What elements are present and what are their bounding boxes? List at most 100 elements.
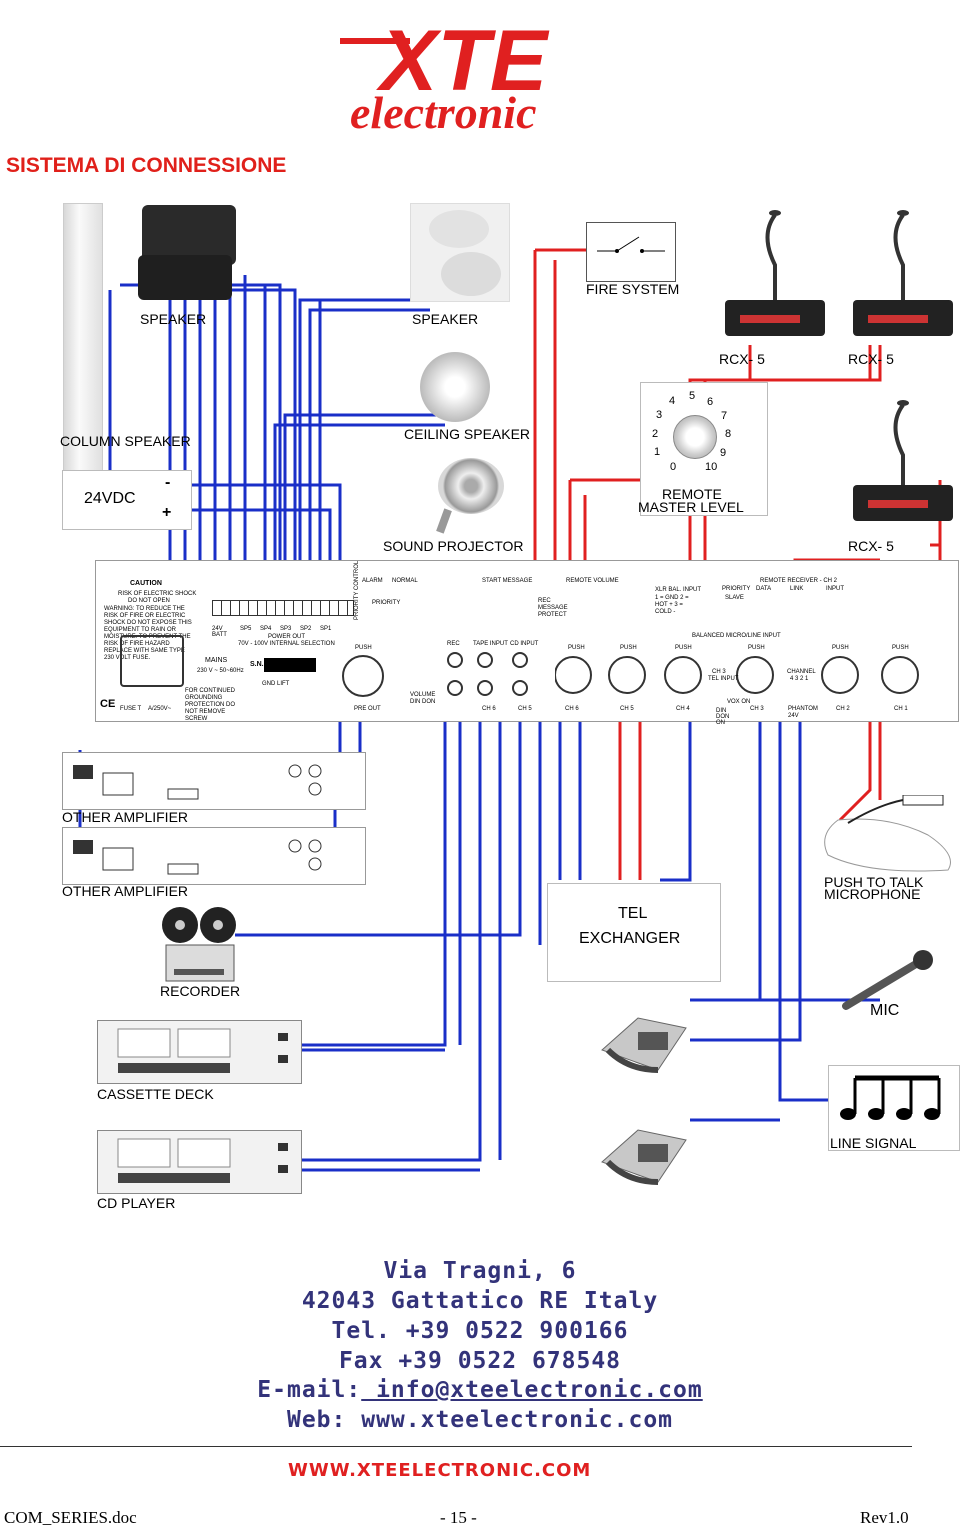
channel-label-6: CH 3 <box>750 706 764 712</box>
sp-4: SP4 <box>260 626 272 632</box>
contact-address: Via Tragni, 6 <box>383 1258 577 1284</box>
push-to-talk-microphone-image <box>808 794 958 875</box>
panel-caution: CAUTION <box>130 580 162 587</box>
panel-tape-input: TAPE INPUT <box>473 641 508 647</box>
channel-label-8: CH 1 <box>894 706 908 712</box>
footer-doc: COM_SERIES.doc <box>4 1508 137 1527</box>
contact-email-link[interactable]: info@xteelectronic.com <box>361 1377 703 1403</box>
panel-phantom: PHANTOM 24V <box>788 706 818 719</box>
ceiling-speaker-label: CEILING SPEAKER <box>404 426 531 442</box>
panel-warning: WARNING: TO REDUCE THE RISK OF FIRE OR E… <box>104 606 192 661</box>
xlr-inputs <box>554 655 935 697</box>
dial-7: 7 <box>721 410 728 422</box>
cd-player-image <box>97 1130 302 1194</box>
rcx-console-1 <box>720 205 830 345</box>
page-title: SISTEMA DI CONNESSIONE <box>6 154 287 177</box>
sp-2: SP2 <box>300 626 312 632</box>
panel-pre-out: PRE OUT <box>354 706 381 712</box>
serial-number-plate <box>264 658 316 672</box>
panel-gnd-lift: GND LIFT <box>262 681 290 687</box>
tel-exchanger-box <box>547 883 721 982</box>
panel-ch3-tel: CH 3 <box>712 669 726 675</box>
dial-6: 6 <box>707 396 714 408</box>
battery-plus: + <box>162 504 172 521</box>
panel-xlr: XLR BAL. INPUT <box>655 587 702 593</box>
wall-speaker-image <box>138 205 238 300</box>
channel-label-5: CH 4 <box>676 706 690 712</box>
footer-rule <box>0 1446 912 1447</box>
sp-5: SP5 <box>240 626 252 632</box>
other-amplifier-label-1: OTHER AMPLIFIER <box>62 809 189 825</box>
dial-1: 1 <box>654 446 661 458</box>
contact-city: 42043 Gattatico RE Italy <box>301 1288 659 1314</box>
website-banner: WWW.XTEELECTRONIC.COM <box>288 1460 592 1481</box>
rcx-label-1: RCX- 5 <box>719 351 765 367</box>
panel-remote-volume: REMOTE VOLUME <box>566 578 619 584</box>
contact-email-label: E-mail: <box>257 1377 362 1403</box>
battery-label: 24VDC <box>84 490 136 507</box>
panel-tel-input: TEL INPUT <box>708 676 739 682</box>
dial-10: 10 <box>705 461 718 473</box>
panel-mains-v: 230 V ~ 50~60Hz <box>197 668 244 674</box>
remote-master-label-2: MASTER LEVEL <box>638 499 744 515</box>
push-to-talk-label-1: PUSH TO TALK <box>824 874 924 890</box>
ce-mark: CE <box>100 698 116 710</box>
box-speaker-image <box>410 203 510 302</box>
panel-din-don: DIN DON <box>410 699 436 705</box>
mic-label: MIC <box>870 1002 900 1019</box>
xlr-pre-out <box>342 655 384 697</box>
contact-email-line: E-mail: info@xteelectronic.com <box>0 1377 960 1403</box>
panel-fuse: FUSE T <box>120 706 142 712</box>
rcx-console-2 <box>848 205 958 345</box>
panel-alarm: ALARM <box>362 578 383 584</box>
panel-risk: RISK OF ELECTRIC SHOCK <box>118 591 197 597</box>
channel-label-3: CH 6 <box>565 706 579 712</box>
push-5: PUSH <box>832 645 849 651</box>
panel-push-preout: PUSH <box>355 645 372 651</box>
push-6: PUSH <box>892 645 909 651</box>
speaker-label-2: SPEAKER <box>412 311 479 327</box>
recorder-label: RECORDER <box>160 983 241 999</box>
remote-master-label-1: REMOTE <box>662 486 722 502</box>
ceiling-speaker-image <box>420 352 490 422</box>
panel-channel: CHANNEL <box>787 669 816 675</box>
amplifier-rear-panel <box>95 560 959 722</box>
footer-rev: Rev1.0 <box>860 1508 909 1527</box>
logo-brand: XTE <box>376 13 550 109</box>
fire-system-switch <box>586 222 676 282</box>
channel-label-1: CH 6 <box>482 706 496 712</box>
panel-do-not-open: DO NOT OPEN <box>128 598 170 604</box>
dial-2: 2 <box>652 428 659 440</box>
cd-player-label: CD PLAYER <box>97 1195 176 1211</box>
panel-batt: 24V BATT <box>212 626 227 638</box>
terminal-block <box>212 600 354 616</box>
dial-9: 9 <box>720 447 727 459</box>
cassette-deck-label: CASSETTE DECK <box>97 1086 214 1102</box>
push-to-talk-label-2: MICROPHONE <box>824 886 921 902</box>
rcx-console-3 <box>848 395 958 530</box>
telephone-image-1 <box>598 1010 690 1080</box>
music-notes-icon <box>838 1072 948 1122</box>
dial-4: 4 <box>669 395 676 407</box>
panel-fuse-v: A/250V~ <box>148 706 172 712</box>
logo-sub: electronic <box>350 87 537 138</box>
panel-data: DATA <box>756 586 772 592</box>
reel-recorder-image <box>160 905 240 983</box>
panel-remote-receiver: REMOTE RECEIVER - CH 2 <box>760 578 838 584</box>
iec-socket <box>120 635 184 687</box>
panel-grounding: FOR CONTINUED GROUNDING PROTECTION DO NO… <box>185 688 236 722</box>
push-1: PUSH <box>568 645 585 651</box>
contact-fax: Fax +39 0522 678548 <box>338 1348 622 1374</box>
cassette-deck-image <box>97 1020 302 1084</box>
dial-0: 0 <box>670 461 677 473</box>
rcx-label-3: RCX- 5 <box>848 538 894 554</box>
panel-cd-input: CD INPUT <box>510 641 539 647</box>
panel-priority: PRIORITY <box>372 600 401 606</box>
panel-channel-nums: 4 3 2 1 <box>790 676 809 682</box>
contact-web: Web: www.xteelectronic.com <box>286 1407 674 1433</box>
dial-8: 8 <box>725 428 732 440</box>
panel-din-don2: DIN DON ON <box>716 708 730 726</box>
panel-power-out: POWER OUT <box>268 634 305 640</box>
fire-system-label: FIRE SYSTEM <box>586 281 680 297</box>
tel-exchanger-label-2: EXCHANGER <box>579 930 681 947</box>
